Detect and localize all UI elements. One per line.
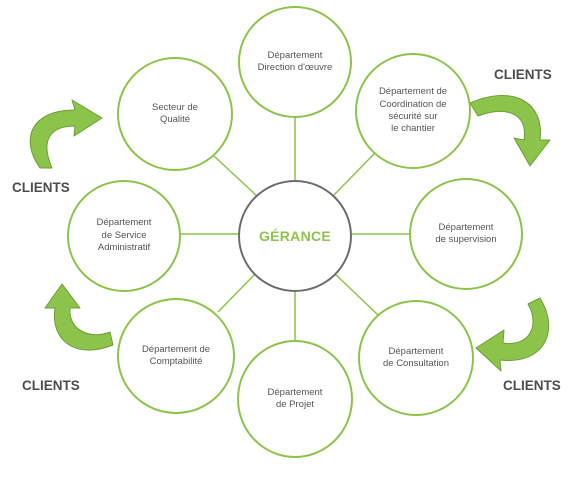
clients-label-top-right: CLIENTS <box>494 67 552 82</box>
node-comptabilite: Département de Comptabilité <box>117 298 235 414</box>
node-gerance: GÉRANCE <box>238 180 352 292</box>
node-label: Département de Comptabilité <box>141 343 211 367</box>
clients-label-left-upper: CLIENTS <box>12 180 70 195</box>
link-qualite <box>213 155 258 197</box>
curved-arrow-icon <box>469 95 551 167</box>
node-coordination-securite: Département de Coordination de sécurité … <box>355 53 471 169</box>
curved-arrow-icon <box>44 283 114 351</box>
link-consultation <box>332 271 379 316</box>
curved-arrow-icon <box>475 297 550 372</box>
curved-arrow-icon <box>29 99 103 169</box>
link-comptabilite <box>217 271 258 313</box>
link-coordination-securite <box>332 152 376 197</box>
node-label: Département de Projet <box>267 386 323 410</box>
clients-label-left-lower: CLIENTS <box>22 378 80 393</box>
clients-label-bottom-right: CLIENTS <box>503 378 561 393</box>
node-supervision: Département de supervision <box>409 178 523 290</box>
node-projet: Département de Projet <box>237 340 353 458</box>
node-service-administratif: Département de Service Administratif <box>67 180 181 292</box>
node-label: Département de Coordination de sécurité … <box>378 86 448 135</box>
node-consultation: Département de Consultation <box>358 300 474 416</box>
center-label: GÉRANCE <box>258 227 332 244</box>
node-label: Département Direction d'œuvre <box>257 49 333 73</box>
node-qualite: Secteur de Qualité <box>117 57 233 171</box>
node-label: Département de supervision <box>435 221 497 245</box>
node-label: Département de Consultation <box>382 345 450 369</box>
node-label: Département de Service Administratif <box>96 217 152 254</box>
node-direction-oeuvre: Département Direction d'œuvre <box>238 6 352 118</box>
node-label: Secteur de Qualité <box>152 101 198 125</box>
